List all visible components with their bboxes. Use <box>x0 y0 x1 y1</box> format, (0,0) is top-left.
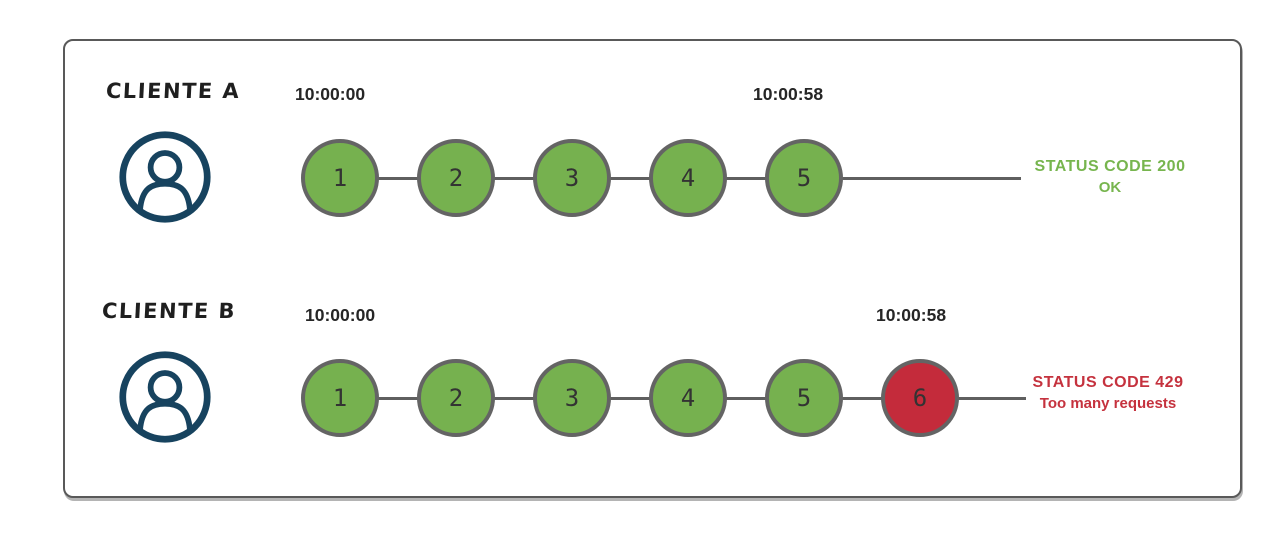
person-icon <box>119 351 211 443</box>
request-circle: 3 <box>533 359 611 437</box>
client-a-label: CLIENTE A <box>105 79 241 103</box>
client-b-label: CLIENTE B <box>101 299 237 323</box>
client-a-status: STATUS CODE 200 OK <box>1027 157 1193 198</box>
request-circle: 2 <box>417 359 495 437</box>
request-circle: 5 <box>765 139 843 217</box>
person-icon <box>119 131 211 223</box>
request-circle: 4 <box>649 139 727 217</box>
request-circle: 1 <box>301 139 379 217</box>
status-message-text: OK <box>1098 179 1122 196</box>
request-circle-blocked: 6 <box>881 359 959 437</box>
request-circle: 5 <box>765 359 843 437</box>
status-code-text: STATUS CODE 200 <box>1034 158 1186 175</box>
client-a-end-time: 10:00:58 <box>753 84 824 104</box>
client-b-start-time: 10:00:00 <box>305 305 376 325</box>
client-b-end-time: 10:00:58 <box>876 305 947 325</box>
client-b-status: STATUS CODE 429 Too many requests <box>1025 373 1191 414</box>
diagram-frame <box>63 39 1242 498</box>
request-circle: 1 <box>301 359 379 437</box>
client-a-start-time: 10:00:00 <box>295 84 366 104</box>
status-code-text: STATUS CODE 429 <box>1032 374 1184 391</box>
request-circle: 2 <box>417 139 495 217</box>
status-message-text: Too many requests <box>1039 395 1177 412</box>
request-circle: 4 <box>649 359 727 437</box>
request-circle: 3 <box>533 139 611 217</box>
